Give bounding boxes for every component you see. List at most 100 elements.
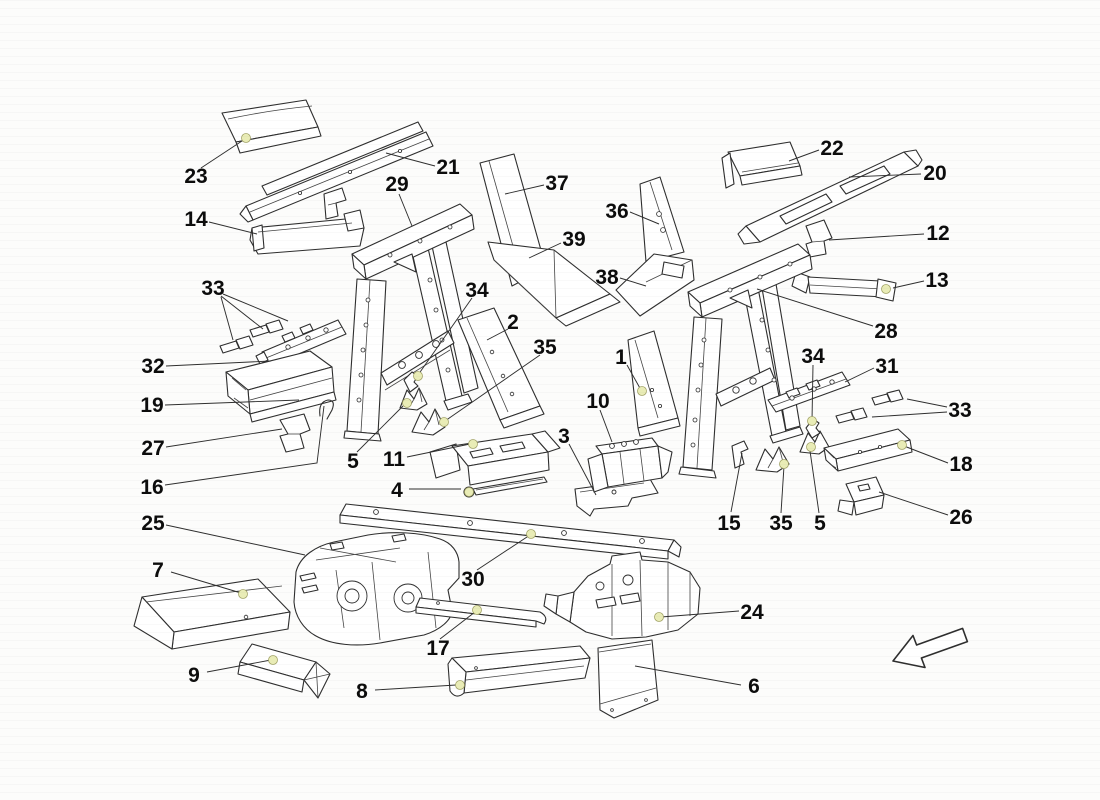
leader-line-11 xyxy=(406,443,471,458)
leader-line-25 xyxy=(165,524,306,556)
part-label-14: 14 xyxy=(184,208,208,231)
leader-line-26 xyxy=(878,491,949,516)
highlight-marker xyxy=(268,655,278,665)
part-label-16: 16 xyxy=(140,476,163,499)
leader-line-34 xyxy=(811,364,814,422)
part-39-wedge-panel xyxy=(487,241,621,327)
part-11-tray xyxy=(429,430,561,486)
part-label-33: 33 xyxy=(948,399,971,422)
part-label-13: 13 xyxy=(925,269,948,292)
leader-line-23 xyxy=(200,138,246,169)
leader-line-19 xyxy=(164,399,300,406)
highlight-marker xyxy=(526,529,536,539)
highlight-marker xyxy=(402,398,412,408)
part-24-mount-housing xyxy=(543,551,701,640)
leader-line-39 xyxy=(528,242,562,259)
leader-line-27 xyxy=(165,428,283,448)
leader-line-29 xyxy=(398,193,413,227)
leader-line-32 xyxy=(165,360,272,367)
part-label-31: 31 xyxy=(875,355,899,378)
highlight-marker xyxy=(468,439,478,449)
callout-annotations: 1234556789101112131415161718192021222324… xyxy=(140,133,973,703)
part-label-22: 22 xyxy=(820,137,843,160)
leader-line-33 xyxy=(222,293,289,322)
part-7-wedge-beam xyxy=(133,578,291,650)
part-38-notched-wedge xyxy=(615,253,695,317)
part-label-20: 20 xyxy=(923,162,946,185)
part-label-7: 7 xyxy=(152,559,164,582)
part-21-long-rail xyxy=(239,121,434,223)
leader-line-3 xyxy=(568,443,597,496)
highlight-marker xyxy=(654,612,664,622)
part-label-17: 17 xyxy=(426,637,449,660)
leader-line-30 xyxy=(476,534,531,571)
part-1-gusset-panel xyxy=(627,330,681,437)
direction-arrow-icon xyxy=(892,627,969,669)
part-label-5: 5 xyxy=(814,512,826,535)
leader-line-9 xyxy=(206,659,272,673)
part-12-small-bracket xyxy=(805,219,833,258)
highlight-marker xyxy=(806,442,816,452)
part-label-9: 9 xyxy=(188,664,200,687)
part-22-wing-panel xyxy=(721,141,803,189)
part-label-10: 10 xyxy=(586,390,609,413)
part-36-triangle-panel xyxy=(639,176,685,263)
part-8-box-beam xyxy=(447,645,591,697)
highlight-marker xyxy=(779,459,789,469)
leader-line-7 xyxy=(170,571,242,594)
highlight-marker xyxy=(637,386,647,396)
highlight-marker xyxy=(455,680,465,690)
part-label-30: 30 xyxy=(461,568,484,591)
leader-line-37 xyxy=(504,184,545,195)
part-label-21: 21 xyxy=(436,156,460,179)
part-label-34: 34 xyxy=(801,345,825,368)
highlight-marker xyxy=(439,417,449,427)
leader-line-12 xyxy=(828,233,925,241)
part-label-11: 11 xyxy=(383,448,406,471)
part-14-sill-bracket xyxy=(249,209,365,255)
leader-line-5 xyxy=(356,405,404,453)
highlight-marker xyxy=(897,440,907,450)
highlight-marker xyxy=(241,133,251,143)
part-28-right-a-frame xyxy=(678,243,813,479)
part-label-28: 28 xyxy=(874,320,898,343)
leader-line-5 xyxy=(809,450,820,514)
part-label-29: 29 xyxy=(385,173,408,196)
part-label-39: 39 xyxy=(562,228,585,251)
leader-line-28 xyxy=(756,288,874,327)
leader-line-15 xyxy=(730,452,743,513)
part-label-3: 3 xyxy=(558,425,570,448)
highlight-marker xyxy=(881,284,891,294)
leader-line-34 xyxy=(417,297,473,376)
part-label-2: 2 xyxy=(507,311,519,334)
leader-line-31 xyxy=(844,367,875,383)
part-label-18: 18 xyxy=(949,453,973,476)
part-26-bracket xyxy=(837,476,885,516)
leader-line-13 xyxy=(892,280,925,289)
part-label-27: 27 xyxy=(141,437,164,460)
leader-line-35 xyxy=(780,465,785,514)
part-18-box-beam xyxy=(823,428,913,472)
part-30-long-plank xyxy=(339,503,682,560)
part-27-bracket xyxy=(279,413,311,453)
part-label-19: 19 xyxy=(140,394,163,417)
part-4-strap xyxy=(463,476,548,498)
part-16-hook xyxy=(319,399,334,420)
part-label-5: 5 xyxy=(347,450,359,473)
part-label-1: 1 xyxy=(615,346,627,369)
part-label-33: 33 xyxy=(201,277,224,300)
leader-line-21 xyxy=(385,152,436,167)
leader-line-33 xyxy=(906,398,948,408)
part-label-23: 23 xyxy=(184,165,207,188)
part-label-12: 12 xyxy=(926,222,949,245)
leader-line-2 xyxy=(486,328,509,341)
part-32-bolt-rail xyxy=(255,319,347,367)
part-label-35: 35 xyxy=(769,512,793,535)
part-label-4: 4 xyxy=(391,479,403,502)
part-label-6: 6 xyxy=(748,675,760,698)
leader-line-1 xyxy=(626,364,642,391)
highlight-marker xyxy=(464,487,474,497)
leader-line-20 xyxy=(848,173,922,178)
part-label-26: 26 xyxy=(949,506,972,529)
